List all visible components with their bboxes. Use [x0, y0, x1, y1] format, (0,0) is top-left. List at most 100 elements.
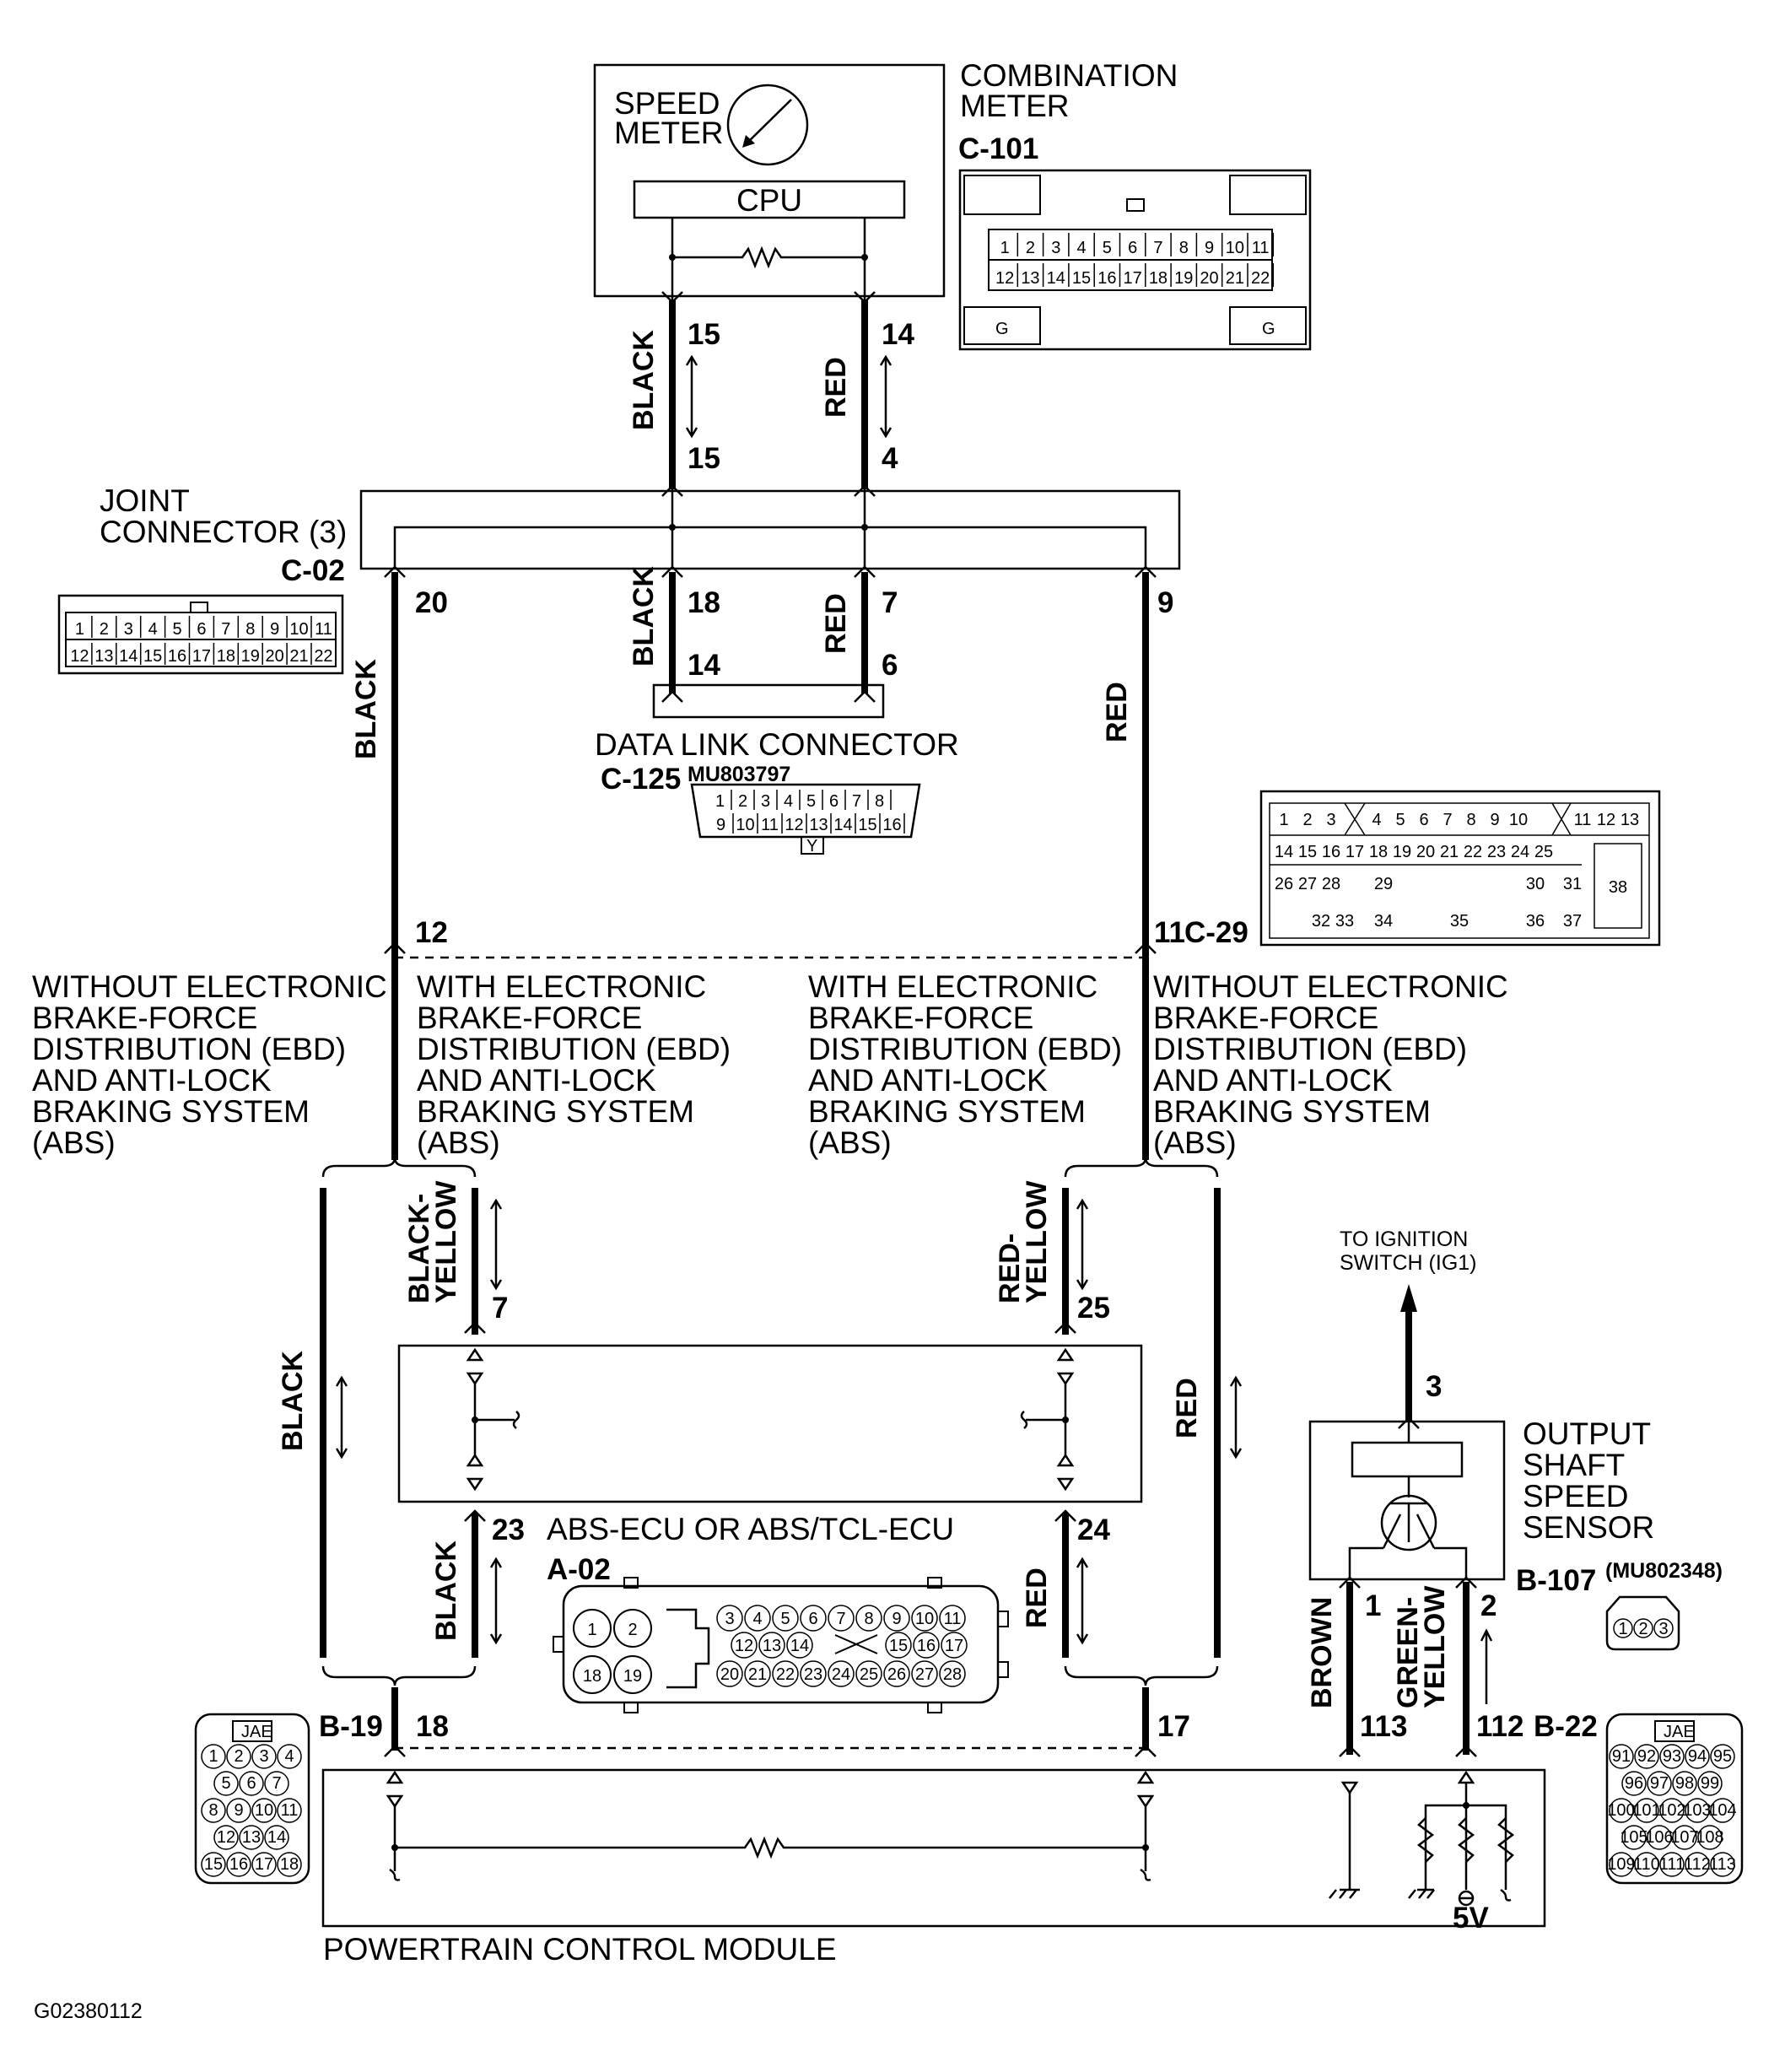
dlc-pin-2: 2 — [738, 792, 747, 811]
note-without-left-line-6: (ABS) — [32, 1125, 116, 1160]
c101-pin-2: 2 — [1026, 239, 1035, 257]
c02-pin-21: 21 — [289, 647, 308, 666]
a02-pin-8: 8 — [864, 1610, 873, 1628]
c02-pin-22: 22 — [314, 647, 332, 666]
b107-pin-2: 2 — [1638, 1620, 1647, 1638]
c29-pin-28: 28 — [1322, 875, 1340, 893]
note-without-right-line-1: WITHOUT ELECTRONIC — [1153, 969, 1508, 1004]
b22-pin-105: 105 — [1620, 1828, 1647, 1847]
note-without-left-line-1: WITHOUT ELECTRONIC — [32, 969, 387, 1004]
b19-jae-tag: JAE — [241, 1723, 272, 1741]
b19-pin-7: 7 — [272, 1774, 281, 1793]
note-without-right-line-5: BRAKING SYSTEM — [1153, 1094, 1431, 1129]
arrow-up-icon — [1400, 1284, 1417, 1312]
b22-pin-103: 103 — [1683, 1801, 1711, 1820]
b22-pin-92: 92 — [1637, 1747, 1656, 1766]
c101-pin-18: 18 — [1149, 269, 1168, 288]
c29-pin-12: 12 — [415, 916, 448, 949]
abs-ecu-title: ABS-ECU OR ABS/TCL-ECU — [547, 1512, 954, 1546]
a02-pin-16: 16 — [917, 1637, 936, 1655]
c02-pin-18: 18 — [217, 647, 235, 666]
dlc-title: DATA LINK CONNECTOR — [595, 727, 959, 762]
c29-pin-26: 26 — [1275, 875, 1293, 893]
meter-pin-15-top: 15 — [688, 318, 720, 351]
a02-pin-22: 22 — [776, 1665, 795, 1684]
c29-pin-34: 34 — [1374, 912, 1393, 931]
pcm-5v-label: 5V — [1453, 1902, 1489, 1934]
b22-pin-111: 111 — [1659, 1855, 1685, 1874]
abs-pin-25: 25 — [1077, 1292, 1110, 1325]
c02-pin-11: 11 — [315, 620, 332, 639]
c29-pin-20: 20 — [1416, 843, 1435, 861]
c101-pin-10: 10 — [1226, 239, 1244, 257]
main-right-red-label: RED — [1101, 682, 1133, 742]
c29-pin-16: 16 — [1322, 843, 1340, 861]
c29-pin-27: 27 — [1298, 875, 1317, 893]
meter-pin-15-bottom: 15 — [688, 442, 720, 475]
c101-pin-4: 4 — [1076, 239, 1086, 257]
b19-pin-16: 16 — [229, 1855, 248, 1874]
dlc-red-wire-label: RED — [820, 593, 852, 654]
b107-pin-3: 3 — [1658, 1620, 1668, 1638]
pcm-pin-17: 17 — [1157, 1710, 1190, 1743]
b22-pin-93: 93 — [1663, 1747, 1681, 1766]
b19-pin-12: 12 — [217, 1828, 235, 1847]
connector-c101-label: C-101 — [958, 132, 1038, 165]
c29-pin-23: 23 — [1487, 843, 1506, 861]
c29-pin-33: 33 — [1335, 912, 1354, 931]
c02-pin-8: 8 — [245, 620, 255, 639]
b107-part-number: (MU802348) — [1605, 1559, 1723, 1583]
c29-pin-5: 5 — [1395, 811, 1405, 829]
main-left-black-label: BLACK — [350, 659, 382, 759]
a02-pin-24: 24 — [832, 1665, 850, 1684]
note-with-left-line-4: AND ANTI-LOCK — [417, 1063, 656, 1098]
abs-out-right-red-label: RED — [1021, 1567, 1053, 1628]
b19-pin-5: 5 — [221, 1774, 230, 1793]
a02-pin-11: 11 — [944, 1610, 962, 1628]
abs-ecu: BLACK- YELLOW RED- YELLOW 7 25 — [397, 1180, 1143, 1658]
a02-pin-28: 28 — [943, 1665, 962, 1684]
combination-meter: SPEED METER CPU COMBINATION METER C-101 — [593, 58, 1178, 300]
pcm-pin-18: 18 — [416, 1710, 449, 1743]
b19-pin-9: 9 — [234, 1801, 243, 1820]
connector-b107-label: B-107 — [1516, 1564, 1596, 1597]
dlc-black-wire-label: BLACK — [628, 566, 660, 666]
c101-pin-15: 15 — [1072, 269, 1091, 288]
b19-pin-18: 18 — [280, 1855, 299, 1874]
dlc-mark: Y — [806, 837, 817, 855]
sensor-pin-1: 1 — [1365, 1589, 1381, 1622]
c101-pin-11: 11 — [1252, 239, 1270, 257]
lower-braces — [321, 1665, 1219, 1686]
bypass-left-black-label: BLACK — [277, 1351, 309, 1451]
note-with-right-line-1: WITH ELECTRONIC — [808, 969, 1097, 1004]
connector-c125-label: C-125 — [601, 763, 681, 796]
a02-pin-5: 5 — [780, 1610, 790, 1628]
c02-pin-7: 7 — [221, 620, 230, 639]
b22-pin-99: 99 — [1701, 1774, 1719, 1793]
c02-pin-10: 10 — [289, 620, 308, 639]
jc-pin-9: 9 — [1157, 586, 1173, 619]
a02-pin-4: 4 — [752, 1610, 762, 1628]
combination-meter-title-1: COMBINATION — [960, 58, 1178, 93]
b22-pin-102: 102 — [1658, 1801, 1685, 1820]
dlc-pin-15: 15 — [858, 816, 876, 834]
c29-pin-24: 24 — [1511, 843, 1529, 861]
c29-pin-7: 7 — [1443, 811, 1452, 829]
to-ignition-label-1: TO IGNITION — [1340, 1228, 1468, 1251]
sensor-title-2: SHAFT — [1523, 1448, 1625, 1482]
dlc-pin-6: 6 — [829, 792, 839, 811]
abs-in-right-label-2: YELLOW — [1021, 1180, 1053, 1303]
c29-pin-32: 32 — [1312, 912, 1330, 931]
joint-connector-title-2: CONNECTOR (3) — [100, 515, 347, 549]
abs-pin-23: 23 — [492, 1514, 525, 1546]
pcm-box — [321, 1768, 1546, 1928]
b19-pin-6: 6 — [246, 1774, 256, 1793]
note-with-right-line-4: AND ANTI-LOCK — [808, 1063, 1048, 1098]
c101-pin-22: 22 — [1251, 269, 1270, 288]
b19-pin-11: 11 — [281, 1801, 299, 1820]
abs-out-left-black-label: BLACK — [430, 1541, 462, 1641]
note-with-left-line-6: (ABS) — [417, 1125, 500, 1160]
b19-pin-4: 4 — [284, 1747, 294, 1766]
c29-pin-31: 31 — [1563, 875, 1582, 893]
